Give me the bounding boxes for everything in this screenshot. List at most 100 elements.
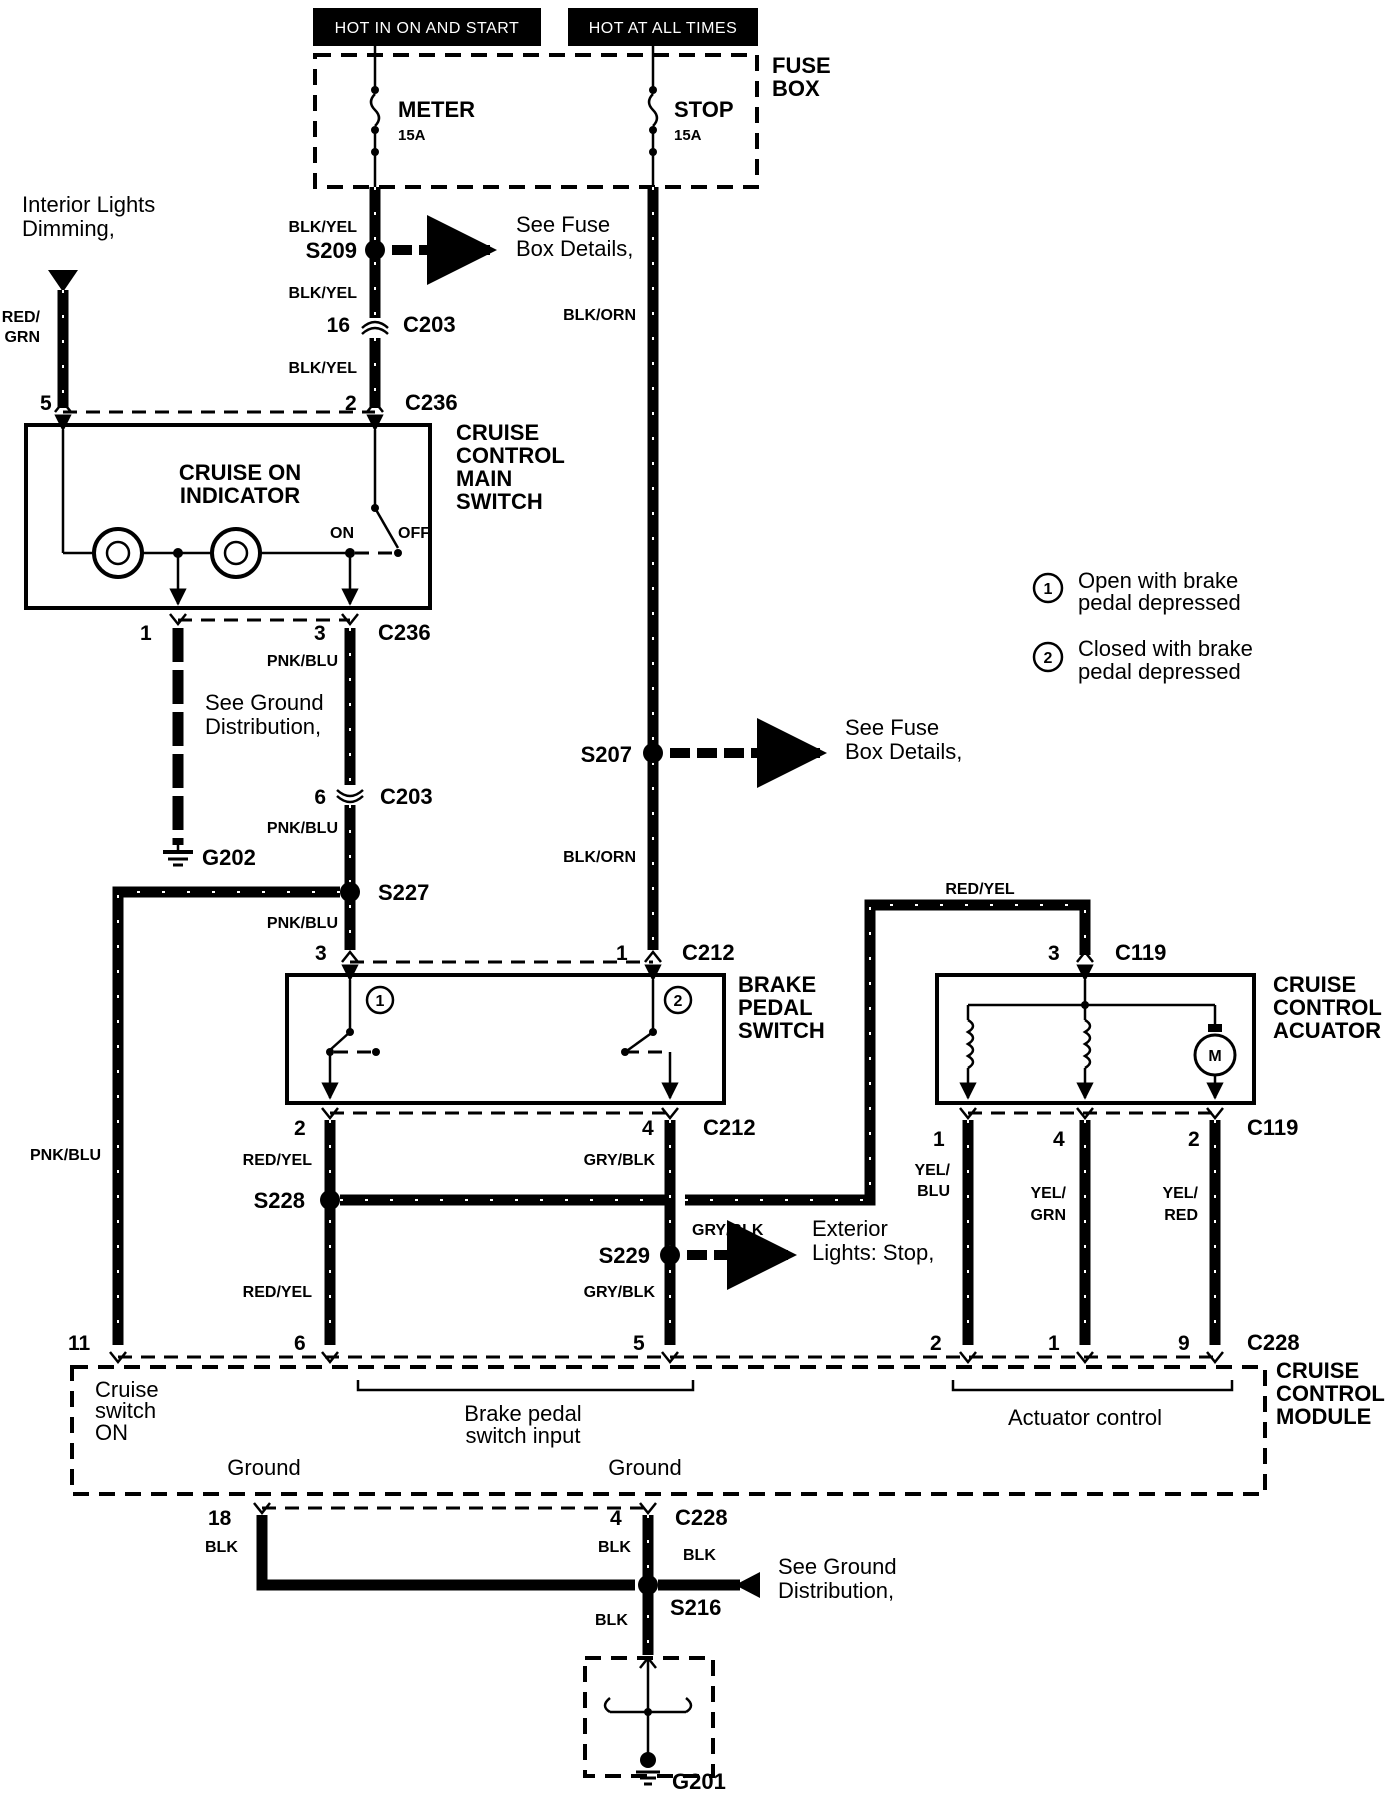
module-cruise-switch-1: Cruise bbox=[95, 1377, 159, 1402]
ground-strap-right-icon bbox=[685, 1697, 693, 1714]
actuator-motor-label: M bbox=[1208, 1048, 1221, 1065]
legend-2-line1: Closed with brake bbox=[1078, 636, 1253, 661]
legend-1-line1: Open with brake bbox=[1078, 568, 1238, 593]
pin-c119-2: 2 bbox=[1188, 1128, 1200, 1151]
switch-2-marker bbox=[663, 985, 693, 1015]
splice-s228-label: S228 bbox=[254, 1188, 305, 1213]
wire-color-red2: RED bbox=[1164, 1207, 1198, 1224]
meter-fuse-name: METER bbox=[398, 97, 475, 122]
connector-c236-top: 5 2 C236 bbox=[40, 390, 458, 415]
connector-c212-bottom: 2 4 C212 bbox=[294, 1107, 756, 1140]
legend-1-num: 1 bbox=[1044, 581, 1053, 598]
pnk-blu-circuit: PNK/BLU 6 C203 PNK/BLU S227 PNK/BLU PNK/… bbox=[30, 628, 433, 1345]
wire-color-blu: BLU bbox=[917, 1183, 950, 1200]
legend: 1 Open with brake pedal depressed 2 Clos… bbox=[1032, 568, 1253, 684]
ground-strap-left-icon bbox=[603, 1697, 611, 1714]
fuse-box: FUSE BOX METER 15A STOP 15A bbox=[313, 46, 831, 189]
splice-s227 bbox=[340, 882, 360, 902]
legend-2-num: 2 bbox=[1044, 650, 1053, 667]
wire-color-blk-3: BLK bbox=[683, 1547, 716, 1564]
note-exterior-1: Exterior bbox=[812, 1216, 888, 1241]
brake-switch-contact-2-icon bbox=[627, 1030, 654, 1052]
wire-color-blk-yel-3: BLK/YEL bbox=[289, 360, 358, 377]
pin-c119-4: 4 bbox=[1053, 1128, 1065, 1151]
main-switch-title-4: SWITCH bbox=[456, 489, 543, 514]
splice-s216-label: S216 bbox=[670, 1595, 721, 1620]
red-yel-circuit: RED/YEL S228 RED/YEL RED/YEL bbox=[243, 881, 1091, 1345]
cruise-actuator: 3 C119 CRUISE CONTROL ACUATOR M bbox=[935, 940, 1382, 1105]
actuator-title-2: CONTROL bbox=[1273, 995, 1382, 1020]
note-fuse-details-2a: See Fuse bbox=[845, 715, 939, 740]
fuse-box-title-1: FUSE bbox=[772, 53, 831, 78]
wire-color-grn: GRN bbox=[4, 329, 40, 346]
note-interior-lights-1: Interior Lights bbox=[22, 192, 155, 217]
interior-arrow-icon bbox=[48, 270, 78, 292]
module-ground-right: Ground bbox=[608, 1455, 681, 1480]
switch-1-marker bbox=[365, 985, 395, 1015]
wire-color-pnk-blu-left: PNK/BLU bbox=[30, 1147, 101, 1164]
note-ground-dist-2b: Distribution, bbox=[778, 1578, 894, 1603]
splice-s216 bbox=[638, 1575, 658, 1595]
wire-color-red-yel-2: RED/YEL bbox=[243, 1284, 313, 1301]
brake-switch-title-1: BRAKE bbox=[738, 972, 816, 997]
stop-fuse-icon bbox=[647, 93, 659, 127]
wire-color-red-yel-1: RED/YEL bbox=[243, 1152, 313, 1169]
connector-c236-bottom: 1 3 C236 bbox=[140, 613, 431, 645]
wire-color-gry-blk-2: GRY/BLK bbox=[584, 1284, 656, 1301]
switch-2-marker-num: 2 bbox=[674, 993, 683, 1010]
wire-color-blk-1: BLK bbox=[205, 1539, 238, 1556]
main-switch-title-1: CRUISE bbox=[456, 420, 539, 445]
meter-fuse-rating: 15A bbox=[398, 127, 426, 144]
connector-c119-bottom-label: C119 bbox=[1247, 1115, 1298, 1140]
pin-c228-4: 4 bbox=[610, 1507, 622, 1530]
cruise-control-module: CRUISE CONTROL MODULE Cruise switch ON B… bbox=[70, 1358, 1385, 1496]
hot-in-start-box bbox=[313, 8, 541, 46]
actuator-box bbox=[935, 973, 1256, 1105]
fuse-box-outline bbox=[313, 53, 759, 189]
connector-c203-top: C203 bbox=[403, 312, 456, 337]
splice-s207-label: S207 bbox=[581, 742, 632, 767]
note-fuse-details-1a: See Fuse bbox=[516, 212, 610, 237]
connector-c236-bottom-label: C236 bbox=[378, 620, 431, 645]
module-brake-input-2: switch input bbox=[466, 1423, 581, 1448]
wire-color-red: RED/ bbox=[2, 309, 41, 326]
pin-c203-16: 16 bbox=[327, 314, 350, 337]
gry-blk-circuit: GRY/BLK S229 GRY/BLK Exterior Lights: St… bbox=[584, 1120, 934, 1345]
connector-c119-top-label: C119 bbox=[1115, 940, 1166, 965]
main-switch-title-2: CONTROL bbox=[456, 443, 565, 468]
main-switch-box bbox=[24, 423, 432, 610]
actuator-wires: YEL/ BLU YEL/ GRN YEL/ RED bbox=[914, 1120, 1221, 1345]
note-ground-dist-1b: Distribution, bbox=[205, 714, 321, 739]
connector-c212-bottom-label: C212 bbox=[703, 1115, 756, 1140]
module-cruise-switch-2: switch bbox=[95, 1398, 156, 1423]
hot-in-start-label: HOT IN ON AND START bbox=[335, 20, 520, 37]
ground-circuit: BLK BLK BLK See Ground Distribution, S21… bbox=[205, 1515, 897, 1794]
wire-color-pnk-blu-2: PNK/BLU bbox=[267, 820, 338, 837]
wire-color-blk-yel-1: BLK/YEL bbox=[289, 219, 358, 236]
splice-s229-label: S229 bbox=[599, 1243, 650, 1268]
module-actuator-control: Actuator control bbox=[1008, 1405, 1162, 1430]
ground-g202-label: G202 bbox=[202, 845, 256, 870]
indicator-bulb-2-icon bbox=[210, 527, 262, 579]
blk-orn-circuit: BLK/ORN S207 See Fuse Box Details, BLK/O… bbox=[563, 187, 962, 950]
ground-g201-label: G201 bbox=[672, 1769, 726, 1794]
pin-c228-9: 9 bbox=[1178, 1332, 1190, 1355]
wire-color-pnk-blu-1: PNK/BLU bbox=[267, 653, 338, 670]
note-fuse-details-2b: Box Details, bbox=[845, 739, 962, 764]
wire-color-pnk-blu-3: PNK/BLU bbox=[267, 915, 338, 932]
note-exterior-2: Lights: Stop, bbox=[812, 1240, 934, 1265]
wire-color-blk-orn-1: BLK/ORN bbox=[563, 307, 636, 324]
splice-s227-label: S227 bbox=[378, 880, 429, 905]
legend-1-line2: pedal depressed bbox=[1078, 590, 1241, 615]
brake-switch-box bbox=[285, 973, 726, 1105]
splice-s209 bbox=[365, 240, 385, 260]
module-title-2: CONTROL bbox=[1276, 1381, 1385, 1406]
connector-c203-bottom: C203 bbox=[380, 784, 433, 809]
wire-color-blk-orn-2: BLK/ORN bbox=[563, 849, 636, 866]
splice-s209-label: S209 bbox=[306, 238, 357, 263]
note-ground-dist-1a: See Ground bbox=[205, 690, 324, 715]
wire-color-red-yel-top: RED/YEL bbox=[945, 881, 1015, 898]
brake-switch-contact-1-icon bbox=[329, 1031, 351, 1051]
note-fuse-details-1b: Box Details, bbox=[516, 236, 633, 261]
wire-color-yel-1: YEL/ bbox=[914, 1162, 950, 1179]
